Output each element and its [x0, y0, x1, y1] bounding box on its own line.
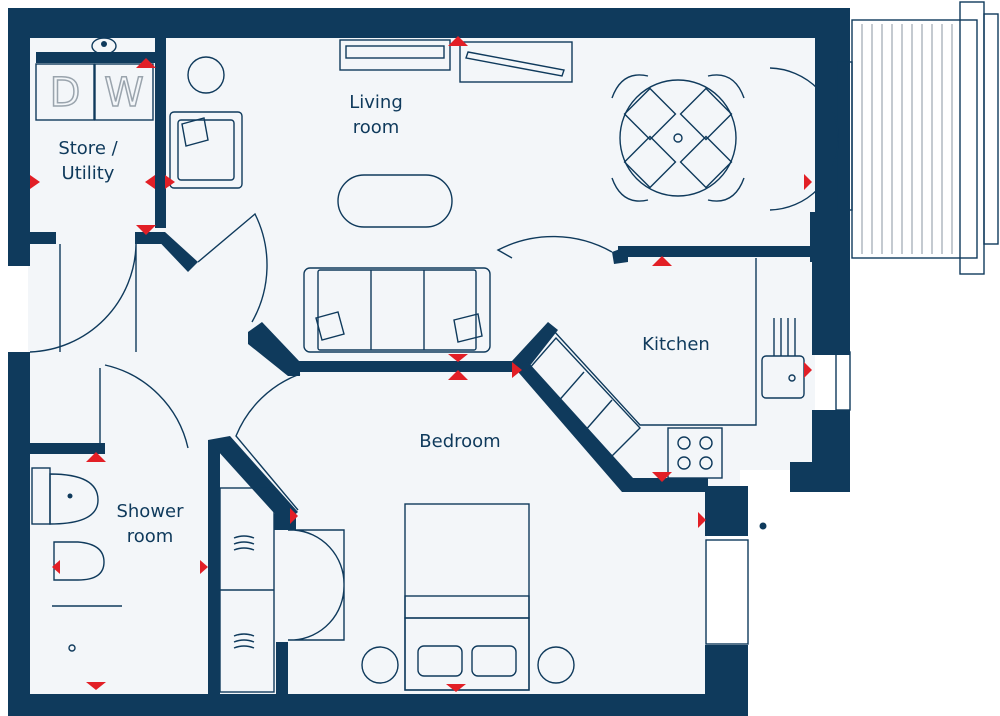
walls [8, 8, 850, 716]
dishwasher-letter-w: W [104, 70, 144, 116]
lamp-icon [187, 56, 225, 94]
store-utility-label-line1: Store / [58, 138, 118, 159]
dishwasher-letter-d: D [50, 70, 81, 116]
bedside-lamp-right [537, 646, 575, 684]
bedroom-furniture [219, 487, 749, 693]
hob [667, 427, 723, 479]
electrical-markers [30, 36, 812, 692]
shower-room-fixtures [31, 467, 122, 652]
bedside-lamp-left [361, 646, 399, 684]
living-room-label-line1: Living [349, 92, 403, 113]
shower-room-label-line1: Shower [116, 501, 184, 522]
kitchen-label: Kitchen [642, 334, 710, 355]
bedroom-label: Bedroom [419, 431, 500, 452]
store-utility-fixtures: D W [35, 37, 154, 121]
sofa [303, 267, 491, 353]
media-console [459, 41, 573, 83]
dining-set [611, 74, 745, 202]
store-utility-label-line2: Utility [62, 163, 115, 184]
living-room-label-line2: room [353, 117, 400, 138]
exterior-light-icon [759, 522, 767, 530]
toilet [53, 541, 105, 581]
living-room-furniture [169, 39, 745, 353]
balcony [837, 1, 999, 275]
tv-unit [339, 39, 451, 71]
room-labels: Living room Store / Utility Kitchen Bedr… [58, 92, 710, 547]
kitchen-fixtures [527, 258, 851, 479]
shower-room-label-line2: room [127, 526, 174, 547]
doors [29, 67, 839, 641]
coffee-table [337, 174, 453, 228]
armchair [169, 111, 243, 189]
basin [49, 473, 99, 525]
